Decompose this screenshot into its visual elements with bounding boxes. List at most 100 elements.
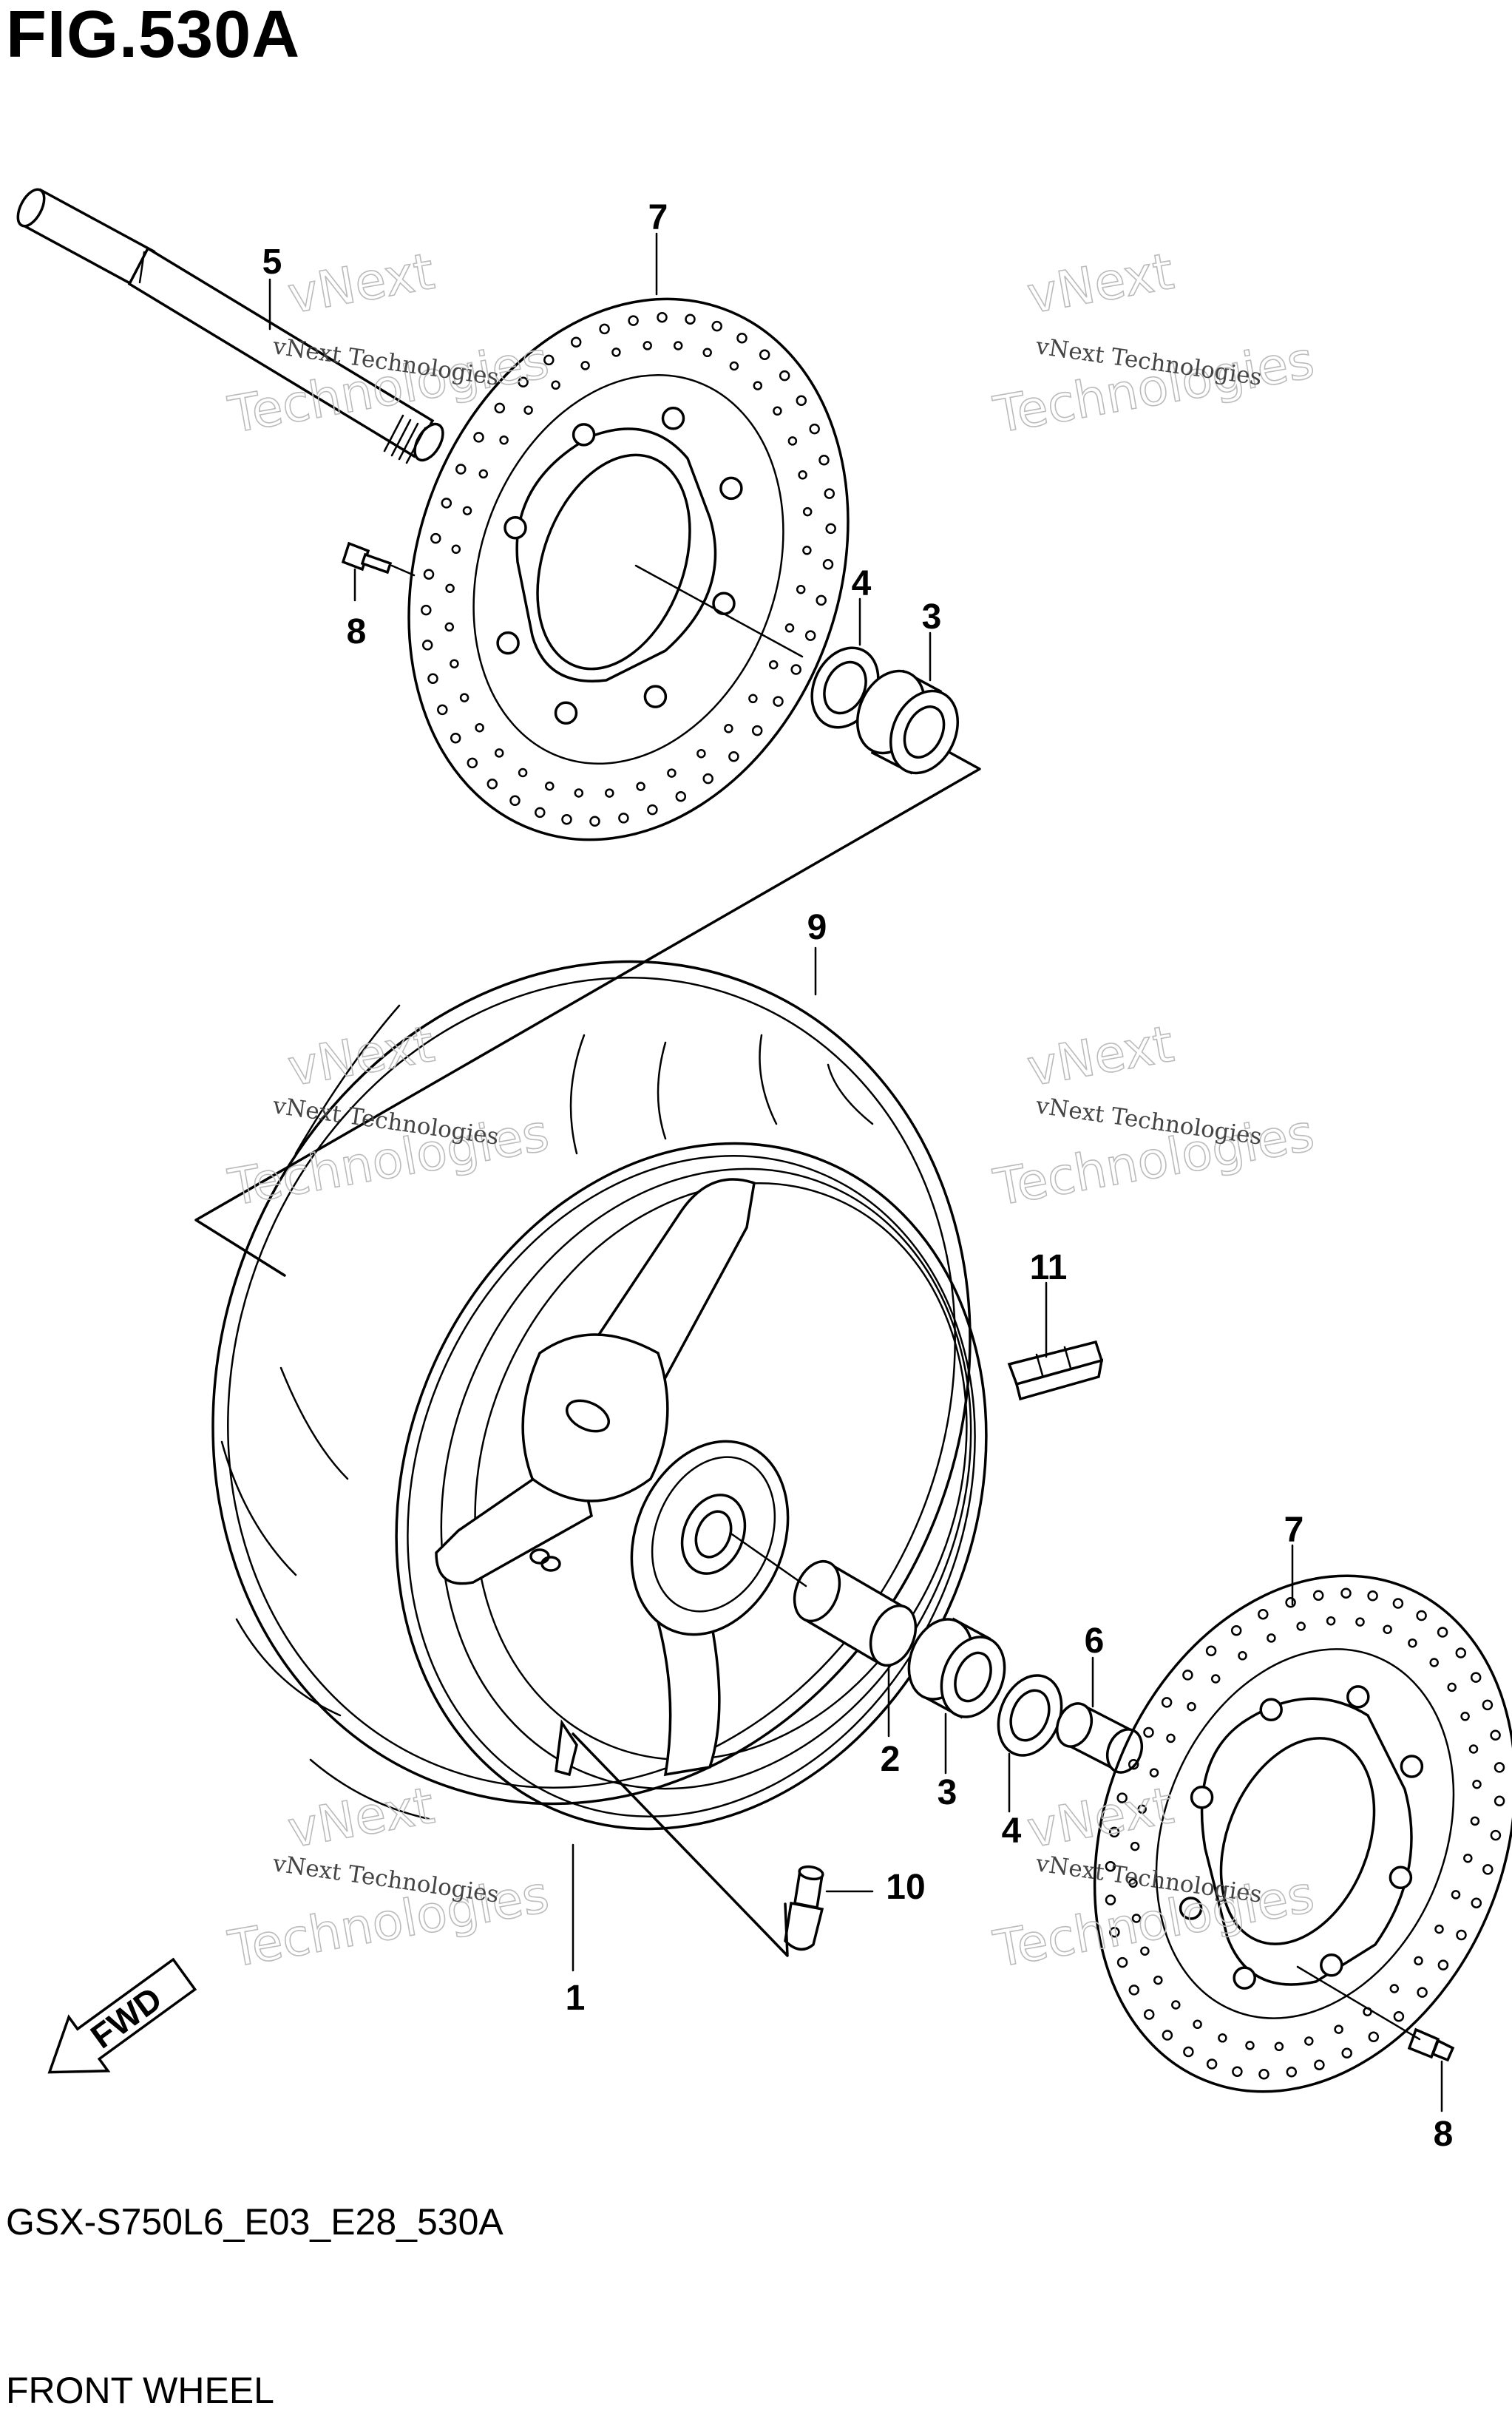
disc-hole [736,332,747,344]
disc-hole [494,402,506,414]
disc-hole [1470,1816,1480,1826]
disc-hole [1314,2059,1325,2070]
disc-bolt-head [661,407,685,430]
disc-hole [1187,1701,1196,1712]
disc-bolt-upper [341,541,416,577]
disc-bolt-head [504,515,527,540]
disc-hole [784,623,795,633]
disc-hole [818,455,830,466]
disc-hole [1137,1804,1147,1814]
disc-hole [499,435,509,445]
disc-hole [748,694,758,704]
disc-hole [543,354,555,366]
disc-hole [1472,1779,1482,1789]
disc-hole [427,673,438,684]
disc-hole [421,604,432,616]
disc-bolt-head [1233,1966,1256,1990]
disc-hole [1490,1729,1501,1741]
watermark-bottom-left: vNext Technologies vNext Technologies [223,1776,553,1980]
disc-hole [1437,1627,1448,1638]
disc-hole [636,782,645,791]
disc-hole [1105,1860,1116,1872]
disc-hole [494,748,504,758]
front-axle [16,188,444,464]
disc-hole [711,320,722,332]
disc-hole [1471,1897,1482,1908]
watermark-mid-left: vNext Technologies vNext Technologies [223,1014,553,1219]
bearing-upper [855,669,960,775]
diagram-code: GSX-S750L6_E03_E28_530A [6,2201,504,2243]
diagram-name: FRONT WHEEL [6,2370,274,2411]
disc-hole [1205,1645,1217,1657]
disc-hole [423,569,435,580]
disc-hole [1149,1768,1159,1778]
disc-hole [1490,1829,1502,1841]
disc-hole [475,722,484,733]
balancer-weight [1007,1340,1104,1401]
callout-6: 6 [1085,1621,1105,1661]
disc-bolt-head [496,631,520,655]
disc-hole [702,773,713,784]
disc-hole [473,432,484,443]
disc-hole [1116,1792,1128,1803]
disc-hole [1258,2069,1269,2080]
disc-hole [1143,2009,1155,2020]
disc-hole [1414,1956,1423,1966]
disc-hole [605,788,614,798]
svg-text:vNext: vNext [284,243,438,325]
disc-hole [1183,2046,1194,2058]
svg-text:vNext: vNext [1023,1777,1178,1860]
front-tire [211,960,972,1820]
disc-hole [822,559,834,570]
callout-4-lower: 4 [1002,1812,1022,1851]
disc-hole [535,807,546,819]
disc-hole [611,348,621,357]
disc-hole [450,732,461,744]
disc-hole [685,314,696,325]
disc-bolt-head [1400,1755,1424,1778]
disc-hole [773,696,784,707]
disc-hole [1494,1795,1505,1807]
wheel-hub [630,1440,790,1636]
disc-hole [1206,2058,1218,2070]
disc-hole [724,724,733,733]
disc-hole [1434,1924,1444,1934]
disc-hole [545,781,555,791]
disc-hole [1312,1590,1324,1601]
callout-8-lower: 8 [1434,2115,1454,2154]
disc-hole [518,376,529,388]
disc-hole [459,693,469,702]
disc-hole [1245,2041,1255,2050]
callout-9: 9 [807,908,827,947]
disc-hole [444,622,455,632]
callout-7-lower: 7 [1284,1511,1304,1550]
disc-hole [1286,2067,1298,2078]
disc-hole [1140,1946,1150,1956]
disc-hole [450,659,459,668]
disc-bolt-head [1320,1953,1343,1977]
disc-bolt-head [554,701,578,725]
figure-title: FIG.530A [6,0,301,72]
disc-hole [430,532,441,544]
leader-lines [268,232,1443,2112]
disc-bolt-head [1179,1897,1203,1920]
disc-hole [455,464,467,475]
callout-7-upper: 7 [648,198,668,237]
disc-hole [467,757,478,769]
disc-hole [1128,1878,1138,1888]
disc-hole [796,584,806,594]
disc-hole [523,405,533,415]
disc-hole [1447,1682,1457,1692]
callout-10: 10 [886,1868,925,1907]
callout-2: 2 [881,1740,901,1779]
disc-hole [1368,2031,1380,2043]
disc-hole [790,664,801,675]
disc-hole [570,336,582,348]
disc-hole [643,341,652,350]
disc-hole [1166,1733,1176,1743]
wheel-collar [793,1559,918,1667]
tire-valve [555,1719,824,1951]
disc-hole [1128,1759,1139,1770]
disc-hole [1455,1647,1467,1658]
upper-disc-bolts [496,407,743,725]
